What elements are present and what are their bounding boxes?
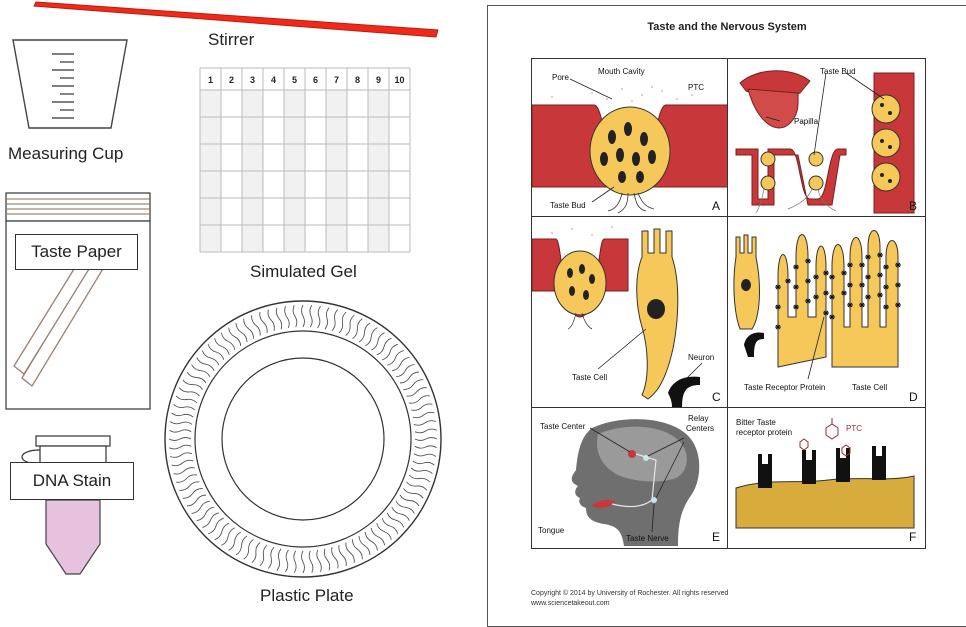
gel-column-number: 9 [376, 75, 381, 85]
worksheet-title: Taste and the Nervous System [647, 21, 807, 33]
gel-column-number: 2 [229, 75, 234, 85]
dna-stain-tube [21, 435, 111, 575]
taste-bud-diagram [532, 78, 728, 214]
stirrer-illustration [33, 1, 439, 38]
tongue-label: Tongue [538, 526, 565, 535]
panel-b: Taste Bud Papilla B [727, 58, 926, 218]
taste-paper-label: Taste Paper [15, 234, 138, 270]
taste-cell-diagram [532, 226, 703, 407]
gel-column-number: 4 [271, 75, 276, 85]
taste-cell-label-d: Taste Cell [852, 383, 888, 392]
panel-e-letter: E [712, 530, 721, 544]
taste-paper-container [5, 192, 151, 410]
panel-c: Taste Cell Neuron C [531, 216, 729, 409]
tongue-papilla-diagram [735, 70, 915, 214]
papilla-label: Papilla [794, 117, 819, 126]
measuring-cup-label: Measuring Cup [8, 144, 124, 163]
gel-column-number: 1 [208, 75, 213, 85]
panel-e: Taste Center Relay Centers Tongue Taste … [531, 407, 729, 549]
ptc-label-f: PTC [846, 424, 862, 433]
plastic-plate [164, 300, 442, 578]
taste-bud-label-a: Taste Bud [550, 201, 586, 210]
bitter-taste-label: Bitter Taste [736, 418, 776, 427]
panel-d-letter: D [909, 390, 918, 404]
neuron-label: Neuron [688, 353, 715, 362]
gel-column-number: 10 [394, 75, 404, 85]
plastic-plate-label: Plastic Plate [260, 586, 354, 605]
receptor-protein-label-f: receptor protein [736, 428, 793, 437]
mouth-cavity-label: Mouth Cavity [598, 67, 645, 76]
ptc-label-a: PTC [688, 83, 704, 92]
stirrer-label: Stirrer [208, 30, 255, 49]
brain-pathway-diagram [571, 419, 700, 546]
taste-nerve-label: Taste Nerve [626, 534, 669, 543]
simulated-gel-grid: 1 2 3 4 5 6 7 8 9 10 [199, 67, 411, 253]
taste-center-label: Taste Center [540, 422, 586, 431]
panel-c-letter: C [712, 390, 721, 404]
bitter-receptor-diagram [735, 418, 915, 529]
receptor-protein-diagram [733, 230, 901, 380]
pore-label: Pore [552, 73, 569, 82]
centers-label: Centers [686, 424, 715, 433]
copyright-text: Copyright © 2014 by University of Roches… [531, 590, 729, 597]
website-text: www.sciencetakeout.com [531, 600, 610, 607]
taste-bud-label-b: Taste Bud [820, 67, 856, 76]
panel-b-letter: B [909, 199, 918, 213]
panel-d: Taste Receptor Protein Taste Cell D [727, 216, 926, 409]
dna-stain-label: DNA Stain [10, 462, 134, 500]
simulated-gel-label: Simulated Gel [250, 262, 357, 281]
measuring-cup-illustration [12, 39, 128, 129]
panel-f: Bitter Taste receptor protein PTC F [727, 407, 926, 549]
relay-label: Relay [688, 414, 709, 423]
taste-cell-label-c: Taste Cell [572, 373, 608, 382]
gel-column-number: 6 [313, 75, 318, 85]
panel-a: Pore Mouth Cavity PTC Taste Bud A [531, 58, 729, 218]
gel-column-number: 3 [250, 75, 255, 85]
gel-column-number: 8 [355, 75, 360, 85]
taste-worksheet: Taste and the Nervous System Pore Mouth … [487, 5, 966, 627]
gel-column-number: 5 [292, 75, 297, 85]
panel-a-letter: A [712, 199, 721, 213]
receptor-label-d: Taste Receptor Protein [744, 383, 826, 392]
gel-column-number: 7 [334, 75, 339, 85]
panel-f-letter: F [909, 530, 917, 544]
